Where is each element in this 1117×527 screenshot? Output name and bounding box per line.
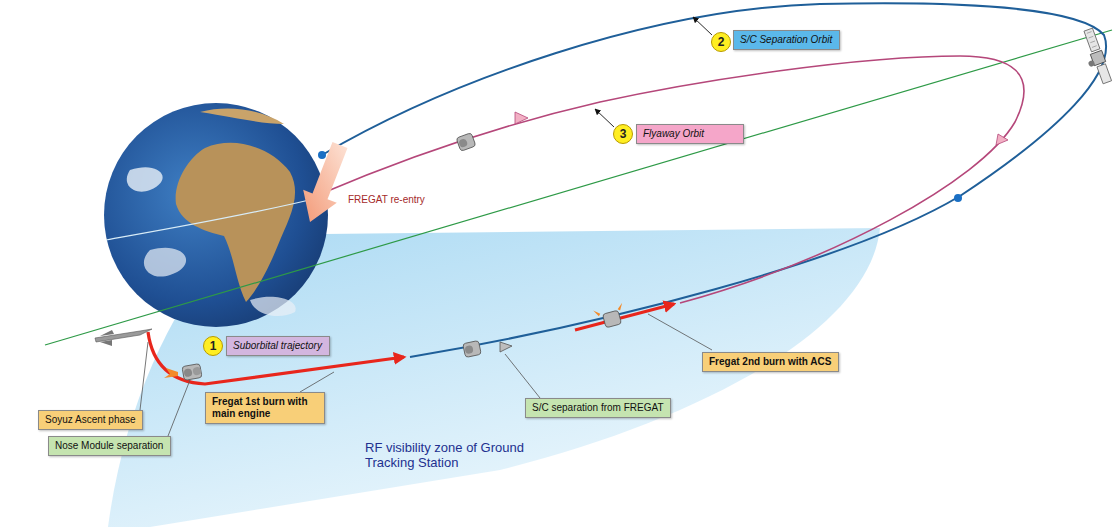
box-text: S/C separation from FREGAT [532,402,664,414]
burn-box: Fregat 1st burn with main engine [205,392,325,424]
orbit-callout-box: Flyaway Orbit [636,124,744,144]
adapter-cone [996,134,1008,145]
reference-line [45,30,1112,345]
separation-orbit [322,3,1106,357]
box-text: S/C Separation Orbit [740,34,833,46]
callout-number: 1 [203,336,223,356]
box-text: Suborbital trajectory [233,340,323,352]
box-text: Soyuz Ascent phase [45,414,136,426]
box-text: Fregat 1st burn with main engine [212,396,318,420]
box-text: Flyaway Orbit [643,128,737,140]
earth-globe [104,103,328,327]
fregat-stage [456,133,476,152]
phase-box: Soyuz Ascent phase [38,410,143,430]
second-burn-arrow [575,304,674,330]
callout-number: 3 [613,124,633,144]
suborbital-arrow [148,332,404,384]
burn-box: Fregat 2nd burn with ACS [702,352,839,372]
soyuz-rocket [95,329,152,346]
box-text: Fregat 2nd burn with ACS [709,356,832,368]
box-text: Nose Module separation [55,440,164,452]
adapter-cone [500,342,512,352]
reentry-arrow [303,142,347,222]
fregat-stage [182,364,202,381]
callout-number: 2 [711,32,731,52]
zone-label: RF visibility zone of Ground Tracking St… [365,440,565,470]
orbit-marker [954,194,962,202]
orbit-callout-box: Suborbital trajectory [226,336,330,356]
event-box: Nose Module separation [48,436,171,456]
callout-arrows [595,17,712,127]
orbit-marker [318,151,326,159]
event-box: S/C separation from FREGAT [525,398,671,418]
leader-lines [140,314,712,436]
orbit-callout-box: S/C Separation Orbit [733,30,840,50]
fregat-stage [593,303,627,330]
fregat-stage [463,340,482,357]
adapter-cone [515,112,528,124]
reentry-label: FREGAT re-entry [348,194,425,205]
engine-flame [164,368,178,378]
spacecraft [1077,28,1112,86]
flyaway-orbit [318,56,1024,303]
